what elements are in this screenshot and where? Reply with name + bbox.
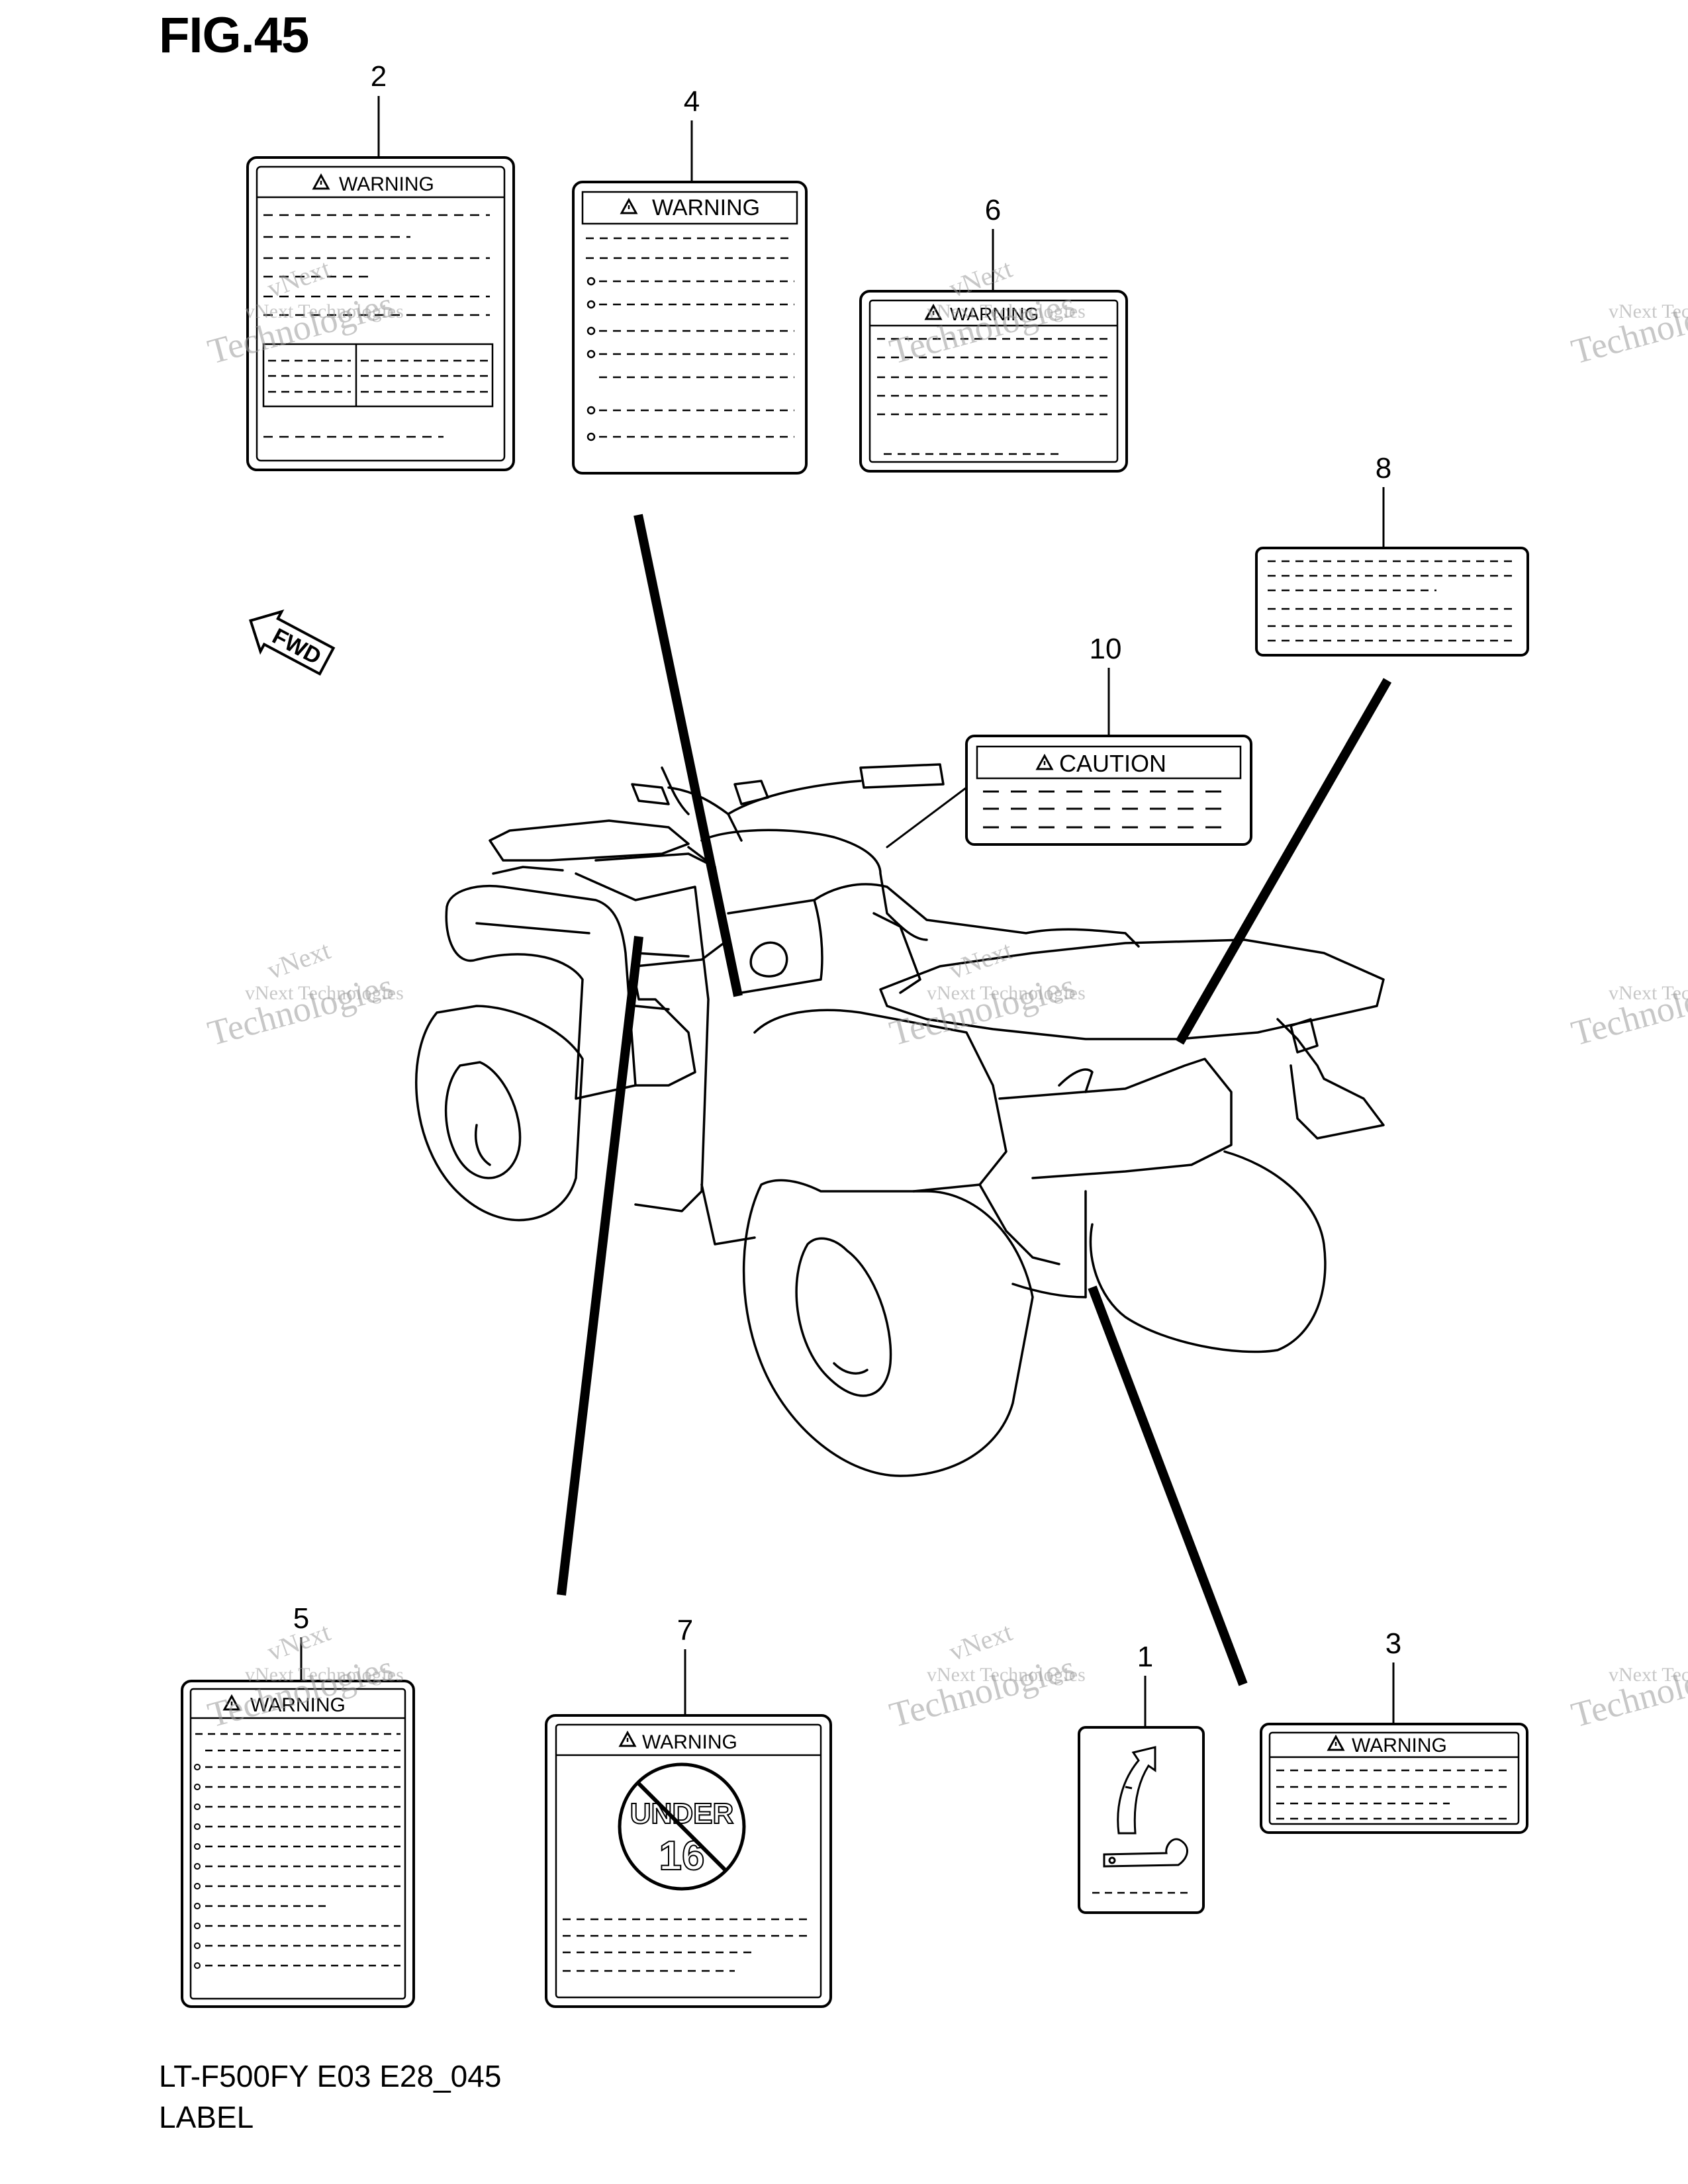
svg-text:Technologies: Technologies bbox=[886, 1647, 1080, 1735]
model-code: LT-F500FY E03 E28_045 bbox=[159, 2059, 502, 2093]
svg-text:vNext Technologies: vNext Technologies bbox=[245, 1664, 404, 1686]
svg-text:vNext Technologies: vNext Technologies bbox=[927, 1664, 1086, 1686]
svg-text:vNext Technologies: vNext Technologies bbox=[245, 300, 404, 322]
leader-lines bbox=[557, 514, 1392, 1686]
svg-text:vNext: vNext bbox=[945, 935, 1016, 985]
svg-text:vNext: vNext bbox=[263, 935, 334, 985]
label-6-warning: WARNING bbox=[859, 290, 1128, 473]
svg-text:Technologies: Technologies bbox=[1568, 1647, 1688, 1735]
svg-text:vNext: vNext bbox=[945, 1617, 1016, 1667]
callout-6: 6 bbox=[985, 194, 1001, 226]
label-4-heading: WARNING bbox=[652, 195, 760, 220]
svg-text:Technologies: Technologies bbox=[204, 966, 398, 1053]
svg-text:vNext Technologies: vNext Technologies bbox=[1609, 982, 1688, 1004]
label-7-heading: WARNING bbox=[642, 1731, 737, 1753]
svg-text:Technologies: Technologies bbox=[1568, 284, 1688, 371]
label-10-heading: CAUTION bbox=[1059, 750, 1166, 777]
label-10-caution: CAUTION bbox=[965, 735, 1252, 846]
figure-title: FIG.45 bbox=[159, 7, 309, 64]
label-2-heading: WARNING bbox=[339, 173, 434, 195]
callout-2: 2 bbox=[371, 60, 387, 93]
label-7-warning: WARNING UNDER 16 bbox=[545, 1714, 832, 2008]
svg-text:vNext Technologies: vNext Technologies bbox=[927, 982, 1086, 1004]
svg-text:vNext Technologies: vNext Technologies bbox=[927, 300, 1086, 322]
callout-4: 4 bbox=[684, 85, 700, 118]
callout-10: 10 bbox=[1090, 633, 1122, 665]
label-3-heading: WARNING bbox=[1352, 1735, 1447, 1756]
prohibited-icon: UNDER 16 bbox=[618, 1762, 746, 1891]
fwd-arrow-icon: FWD bbox=[249, 609, 336, 676]
svg-text:vNext Technologies: vNext Technologies bbox=[1609, 300, 1688, 322]
label-2-warning: WARNING bbox=[246, 156, 515, 471]
label-4-warning: WARNING bbox=[572, 181, 808, 475]
label-5-warning: WARNING bbox=[181, 1680, 415, 2008]
callouts: 2 4 6 8 10 5 7 1 3 bbox=[293, 60, 1401, 1729]
label-6-heading: WARNING bbox=[950, 304, 1039, 324]
label-3-warning: WARNING bbox=[1260, 1723, 1528, 1834]
callout-5: 5 bbox=[293, 1602, 309, 1635]
svg-text:vNext Technologies: vNext Technologies bbox=[245, 982, 404, 1004]
svg-text:vNext Technologies: vNext Technologies bbox=[1609, 1664, 1688, 1686]
atv-outline bbox=[415, 763, 1385, 1477]
svg-text:Technologies: Technologies bbox=[1568, 966, 1688, 1053]
callout-7: 7 bbox=[677, 1614, 693, 1647]
callout-8: 8 bbox=[1376, 452, 1391, 484]
callout-3: 3 bbox=[1385, 1627, 1401, 1660]
label-1-pictogram bbox=[1078, 1726, 1205, 1914]
section-name: LABEL bbox=[159, 2100, 254, 2134]
label-8-notice bbox=[1255, 547, 1529, 657]
callout-1: 1 bbox=[1137, 1641, 1153, 1673]
watermarks: vNext Technologies vNext Technologies vN… bbox=[204, 253, 1688, 1735]
label-5-heading: WARNING bbox=[250, 1694, 346, 1716]
svg-text:Technologies: Technologies bbox=[886, 966, 1080, 1053]
